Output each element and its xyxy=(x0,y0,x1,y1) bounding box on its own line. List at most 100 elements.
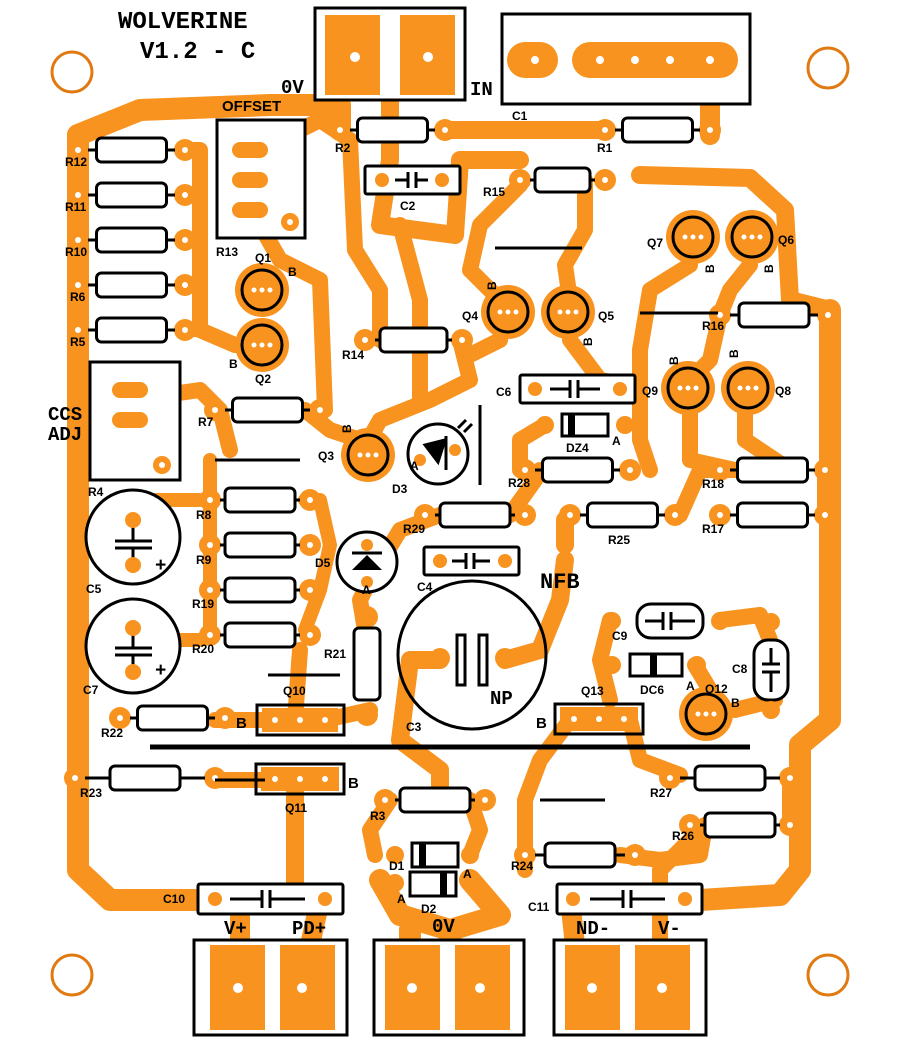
diode-d2 xyxy=(408,870,458,898)
trace-r15-q5 xyxy=(557,172,593,308)
resistor-r22 xyxy=(109,704,236,732)
base-q2: B xyxy=(229,357,238,371)
base-q10: B xyxy=(236,715,247,732)
ref-r7: R7 xyxy=(198,415,214,429)
resistor-r9 xyxy=(199,531,321,559)
trace-r15-q4 xyxy=(462,177,528,308)
mounting-hole-top-right xyxy=(806,46,850,90)
c5-plus: + xyxy=(155,555,166,577)
trace-r14-center xyxy=(392,217,428,408)
trace-q4-r14 xyxy=(462,332,508,363)
transistor-q5 xyxy=(541,285,595,339)
ref-q6: Q6 xyxy=(778,233,794,247)
transistor-q10 xyxy=(255,703,346,737)
ref-c2: C2 xyxy=(400,199,416,213)
ref-r25: R25 xyxy=(608,533,630,547)
capacitor-c2 xyxy=(363,164,462,196)
transistor-q13 xyxy=(553,702,645,736)
resistor-r17 xyxy=(709,501,836,529)
ref-q2: Q2 xyxy=(255,372,271,386)
ref-r11: R11 xyxy=(65,200,87,214)
label-offset: OFFSET xyxy=(222,98,281,115)
label-ov-top: 0V xyxy=(281,77,304,99)
resistor-r6 xyxy=(67,271,196,299)
ref-r29: R29 xyxy=(403,522,425,536)
trace-q7-q9 xyxy=(632,257,698,478)
ref-r16: R16 xyxy=(702,319,724,333)
ref-c3: C3 xyxy=(406,720,422,734)
transistor-q3 xyxy=(341,428,395,482)
transistor-q6 xyxy=(725,210,779,264)
base-q6: B xyxy=(762,264,776,273)
ref-c1: C1 xyxy=(512,109,528,123)
ref-r20: R20 xyxy=(192,642,214,656)
resistor-r16 xyxy=(709,301,839,329)
base-q3: B xyxy=(340,424,354,433)
trace-offset-q1 xyxy=(252,217,333,418)
ref-r5: R5 xyxy=(70,335,86,349)
resistor-r21 xyxy=(352,606,382,726)
ref-c6: C6 xyxy=(496,385,512,399)
ref-r14: R14 xyxy=(342,348,364,362)
transistor-q4 xyxy=(481,285,535,339)
ref-c4: C4 xyxy=(417,580,433,594)
anode-dc6: A xyxy=(686,679,695,693)
ref-q5: Q5 xyxy=(598,309,614,323)
resistor-r20 xyxy=(199,621,321,649)
ref-d1: D1 xyxy=(389,859,405,873)
ref-q12: Q12 xyxy=(705,682,728,696)
board-version: V1.2 - C xyxy=(140,39,255,66)
label-v-minus: V- xyxy=(658,918,681,940)
ref-r15: R15 xyxy=(483,185,505,199)
trace-c3-left xyxy=(391,651,449,809)
silk-lines xyxy=(150,246,750,802)
base-q7: B xyxy=(703,264,717,273)
ref-r8: R8 xyxy=(196,508,212,522)
resistor-r7 xyxy=(204,396,331,424)
anode-d5: A xyxy=(362,583,371,597)
trace-left-rail xyxy=(67,124,211,911)
c7-plus: + xyxy=(155,660,166,682)
resistor-r15 xyxy=(509,166,616,194)
ref-d3: D3 xyxy=(392,482,408,496)
trace-r5-q2 xyxy=(192,322,243,353)
ref-q10: Q10 xyxy=(283,684,306,698)
trace-c9-right xyxy=(712,607,778,648)
ref-r27: R27 xyxy=(650,786,672,800)
base-q13: B xyxy=(536,715,547,732)
mounting-holes xyxy=(50,46,850,997)
base-q12: B xyxy=(731,696,740,710)
ref-r6: R6 xyxy=(70,290,86,304)
ref-q11: Q11 xyxy=(285,801,307,815)
ref-dz4: DZ4 xyxy=(566,441,589,455)
resistor-r25 xyxy=(559,501,686,529)
ref-c10: C10 xyxy=(163,892,185,906)
resistor-r27 xyxy=(659,764,801,792)
ref-r13: R13 xyxy=(216,245,238,259)
resistor-r10 xyxy=(67,226,196,254)
trace-c9-left xyxy=(592,612,618,708)
ref-r24: R24 xyxy=(511,859,533,873)
capacitor-c4 xyxy=(422,545,521,577)
ref-r12: R12 xyxy=(65,155,87,169)
film-capacitors xyxy=(196,164,790,916)
resistor-r29 xyxy=(414,501,536,529)
resistor-r2 xyxy=(329,116,456,144)
ref-r10: R10 xyxy=(65,245,87,259)
resistor-r26 xyxy=(679,811,801,839)
ref-r22: R22 xyxy=(101,726,123,740)
ref-q9: Q9 xyxy=(642,384,658,398)
diode-d1 xyxy=(410,841,460,869)
anode-d1: A xyxy=(463,867,472,881)
ref-r3: R3 xyxy=(370,809,386,823)
label-pd-plus: PD+ xyxy=(292,918,326,940)
trimmers xyxy=(88,118,307,482)
trace-c3-right xyxy=(496,551,574,669)
transistor-q8 xyxy=(721,361,775,415)
ref-r21: R21 xyxy=(324,647,346,661)
ref-r28: R28 xyxy=(508,476,530,490)
label-ccs: CCS xyxy=(48,404,82,426)
ref-dc6: DC6 xyxy=(640,683,664,697)
label-np: NP xyxy=(490,688,513,710)
base-q1: B xyxy=(288,265,297,279)
